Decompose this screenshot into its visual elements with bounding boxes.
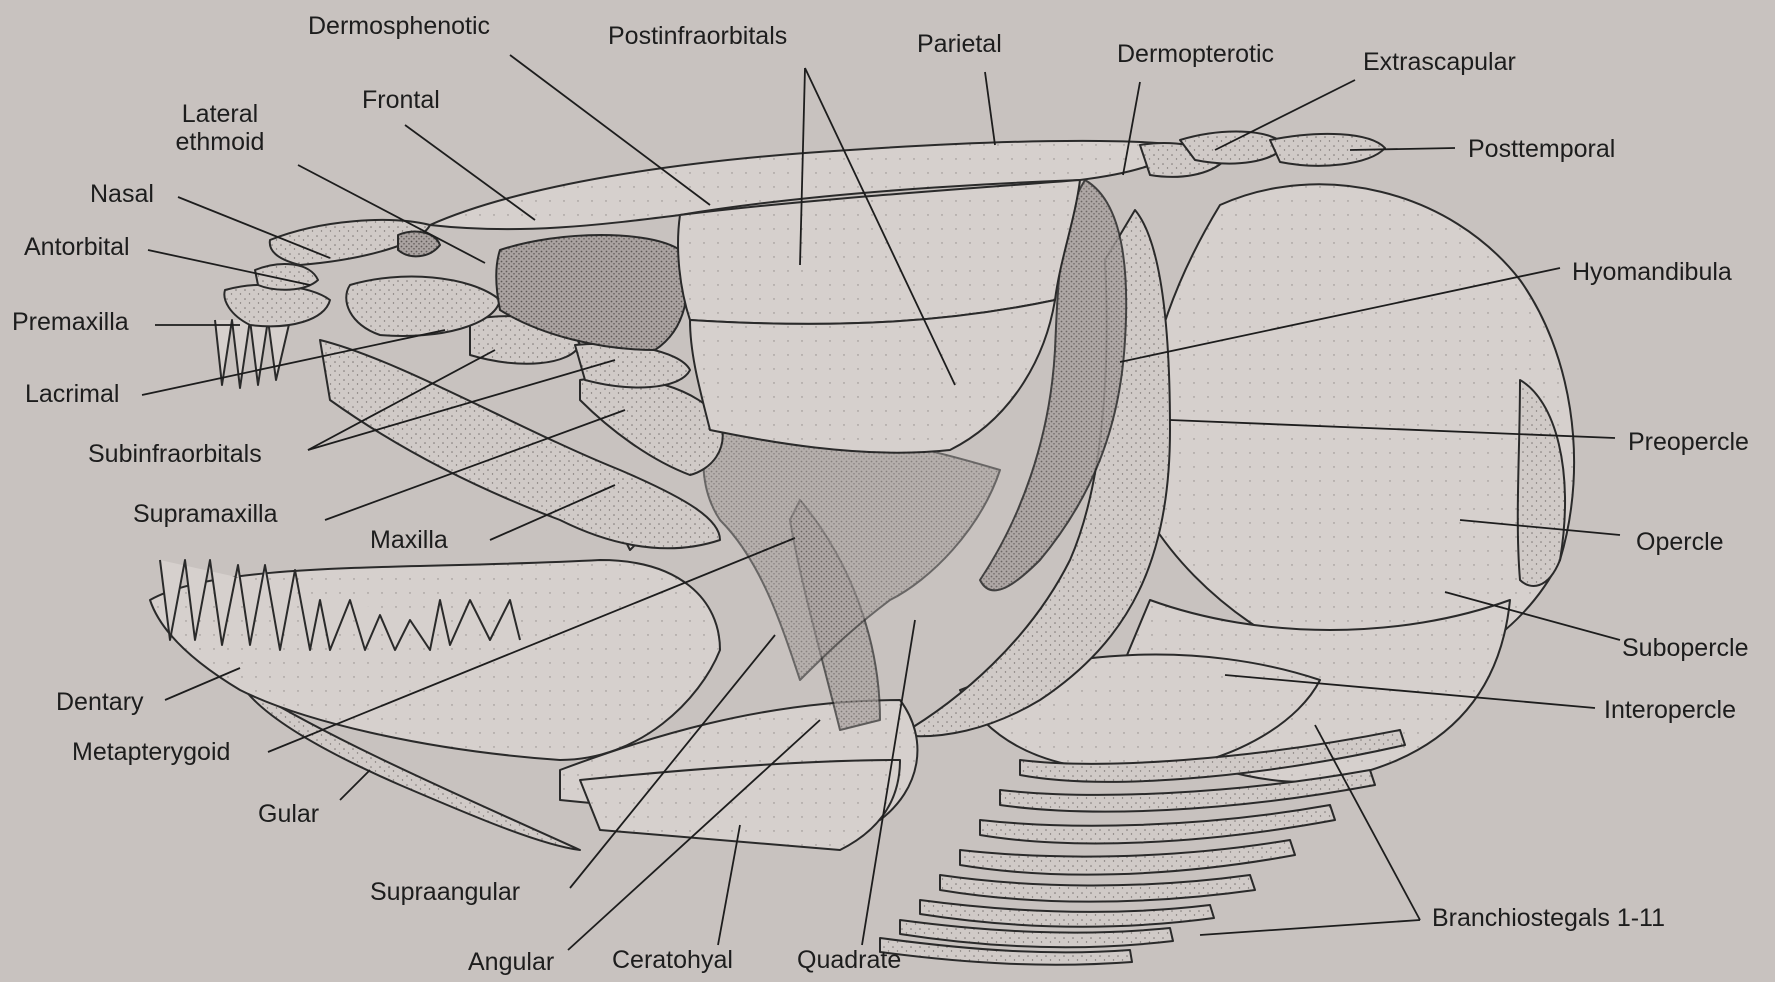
label-supramaxilla: Supramaxilla: [133, 500, 278, 528]
label-posttemporal: Posttemporal: [1468, 135, 1615, 163]
label-lateral-ethmoid: Lateral ethmoid: [170, 100, 270, 156]
antorbital-bone: [255, 264, 318, 290]
label-branchiostegals: Branchiostegals 1-11: [1432, 904, 1665, 932]
label-supraangular: Supraangular: [370, 878, 520, 906]
label-hyomandibula: Hyomandibula: [1572, 258, 1732, 286]
label-subopercle: Subopercle: [1622, 634, 1748, 662]
label-postinfraorbitals: Postinfraorbitals: [608, 22, 787, 50]
label-gular: Gular: [258, 800, 319, 828]
label-maxilla: Maxilla: [370, 526, 448, 554]
label-opercle: Opercle: [1636, 528, 1724, 556]
label-dermopterotic: Dermopterotic: [1117, 40, 1274, 68]
subinfraorbital-bone-2: [575, 344, 690, 388]
label-subinfraorbitals: Subinfraorbitals: [88, 440, 262, 468]
label-interopercle: Interopercle: [1604, 696, 1736, 724]
label-ceratohyal: Ceratohyal: [612, 946, 733, 974]
label-antorbital: Antorbital: [24, 233, 130, 261]
extrascapular-bone: [1180, 132, 1285, 164]
label-quadrate: Quadrate: [797, 946, 901, 974]
label-nasal: Nasal: [90, 180, 154, 208]
label-preopercle: Preopercle: [1628, 428, 1749, 456]
label-angular: Angular: [468, 948, 554, 976]
label-frontal: Frontal: [362, 86, 440, 114]
postinfraorbital-bone-2: [690, 300, 1055, 453]
label-premaxilla: Premaxilla: [12, 308, 129, 336]
label-dentary: Dentary: [56, 688, 144, 716]
label-lacrimal: Lacrimal: [25, 380, 119, 408]
premaxilla-bone: [224, 285, 330, 326]
dentary-bone: [150, 560, 720, 760]
label-extrascapular: Extrascapular: [1363, 48, 1516, 76]
label-metapterygoid: Metapterygoid: [72, 738, 230, 766]
label-lateral-ethmoid-line1: Lateral: [170, 100, 270, 128]
label-dermosphenotic: Dermosphenotic: [308, 12, 490, 40]
label-parietal: Parietal: [917, 30, 1002, 58]
label-lateral-ethmoid-line2: ethmoid: [170, 128, 270, 156]
